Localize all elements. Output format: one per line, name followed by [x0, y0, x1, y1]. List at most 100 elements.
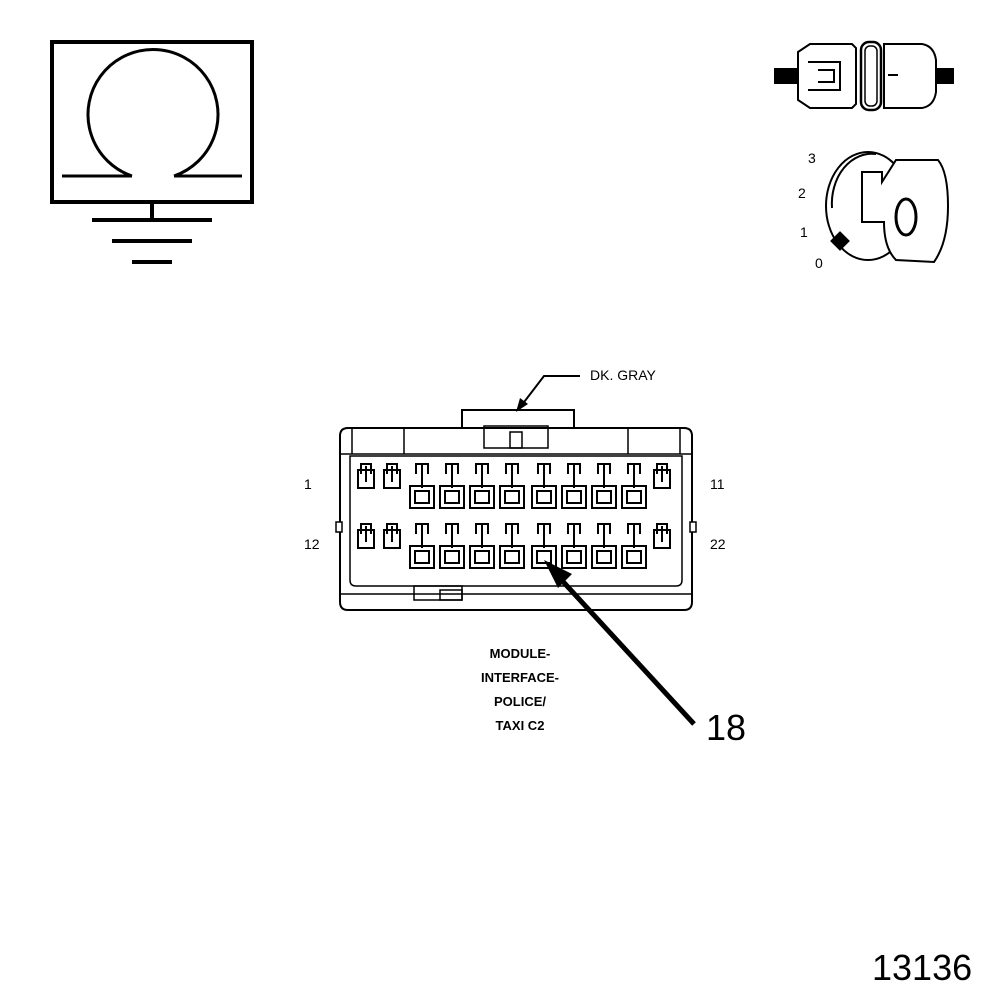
- pin-socket-inner: [566, 490, 582, 504]
- wire-right: [936, 68, 954, 84]
- omega-arc: [86, 48, 220, 178]
- ohm-meter-ground-icon: [50, 40, 254, 264]
- pin-socket-inner: [504, 490, 520, 504]
- connector-name-line-4: TAXI C2: [496, 718, 545, 733]
- pin-socket-square: [591, 485, 617, 509]
- pin-cavity: [409, 523, 435, 569]
- pin-socket-small: [357, 529, 375, 549]
- pin-socket-square: [561, 545, 587, 569]
- pin-socket-square: [469, 485, 495, 509]
- wire-left: [774, 68, 798, 84]
- connector-name-line-2: INTERFACE-: [481, 670, 559, 685]
- pin-cavity: [469, 463, 495, 509]
- pin-cavity: [653, 523, 671, 549]
- pin-socket-inner: [566, 550, 582, 564]
- pin-cavity: [621, 463, 647, 509]
- pin-socket-square: [591, 545, 617, 569]
- lock-tab-key: [509, 431, 523, 449]
- pin-cavity: [531, 523, 557, 569]
- pin-terminal: [360, 523, 372, 534]
- figure-number: 13136: [872, 947, 972, 988]
- pin-cavity: [499, 463, 525, 509]
- bottom-latch-inner: [439, 589, 463, 601]
- ignition-cylinder-rim: [830, 152, 877, 209]
- pin-socket-square: [531, 545, 557, 569]
- pin-cavity: [531, 463, 557, 509]
- pin-label-1: 1: [304, 476, 312, 492]
- ignition-key-off-icon: [825, 151, 950, 264]
- ignition-position-2: 2: [798, 185, 806, 201]
- disconnected-connector-icon: [774, 40, 954, 112]
- side-key-left: [335, 521, 343, 533]
- pin-label-12: 12: [304, 536, 320, 552]
- meter-box: [50, 40, 254, 204]
- key-position-mark: [894, 197, 918, 237]
- ignition-position-1: 1: [800, 224, 808, 240]
- pin-cavity: [653, 463, 671, 489]
- pin-socket-small: [653, 529, 671, 549]
- pin-socket-inner: [626, 490, 642, 504]
- pin-socket-inner: [596, 490, 612, 504]
- pin-callout-arrow-shaft: [554, 572, 696, 726]
- pin-socket-inner: [414, 550, 430, 564]
- connector-cavity: [349, 455, 683, 587]
- pin-socket-square: [439, 485, 465, 509]
- pin-socket-inner: [444, 490, 460, 504]
- pin-socket-inner: [474, 550, 490, 564]
- pin-cavity: [591, 463, 617, 509]
- pin-socket-inner: [626, 550, 642, 564]
- connector-body: [339, 427, 693, 611]
- pin-socket-square: [469, 545, 495, 569]
- color-leader-arrowhead: [516, 398, 528, 412]
- pin-socket-square: [409, 545, 435, 569]
- connector-color-label: DK. GRAY: [590, 367, 657, 383]
- pin-socket-inner: [596, 550, 612, 564]
- pin-socket-inner: [414, 490, 430, 504]
- pin-socket-small: [383, 529, 401, 549]
- pin-callout-number: 18: [706, 707, 746, 748]
- pin-label-22: 22: [710, 536, 726, 552]
- pin-socket-small: [357, 469, 375, 489]
- connector-half-left: [797, 43, 857, 109]
- pin-socket-inner: [504, 550, 520, 564]
- pin-cavity: [561, 463, 587, 509]
- pin-socket-square: [621, 485, 647, 509]
- connector-face: [335, 409, 697, 611]
- pin-socket-square: [499, 485, 525, 509]
- ignition-position-0: 0: [815, 255, 823, 271]
- pin-socket-square: [439, 545, 465, 569]
- pin-callout-arrowhead: [544, 560, 572, 588]
- pin-cavity: [409, 463, 435, 509]
- pin-terminal: [360, 463, 372, 474]
- side-key-right: [689, 521, 697, 533]
- color-leader-line: [517, 375, 580, 411]
- pin-terminal: [656, 523, 668, 534]
- pin-socket-inner: [536, 490, 552, 504]
- pin-terminal: [386, 523, 398, 534]
- pin-cavity: [561, 523, 587, 569]
- pin-cavity: [383, 463, 401, 489]
- pin-socket-square: [531, 485, 557, 509]
- connector-pin-grid: [357, 463, 671, 569]
- pin-terminal: [386, 463, 398, 474]
- pin-cavity: [383, 523, 401, 549]
- connector-latch-inner: [818, 69, 835, 83]
- connector-half-right: [883, 43, 937, 109]
- lock-tab-window: [483, 425, 549, 449]
- pin-cavity: [499, 523, 525, 569]
- pin-cavity: [357, 523, 375, 549]
- ignition-key: [861, 159, 950, 264]
- pin-socket-square: [499, 545, 525, 569]
- pin-socket-small: [653, 469, 671, 489]
- pin-cavity: [591, 523, 617, 569]
- pin-socket-square: [621, 545, 647, 569]
- pin-cavity: [439, 463, 465, 509]
- pin-socket-small: [383, 469, 401, 489]
- connector-name-line-1: MODULE-: [490, 646, 551, 661]
- pin-cavity: [439, 523, 465, 569]
- pin-cavity: [469, 523, 495, 569]
- pin-cavity: [621, 523, 647, 569]
- pin-cavity: [357, 463, 375, 489]
